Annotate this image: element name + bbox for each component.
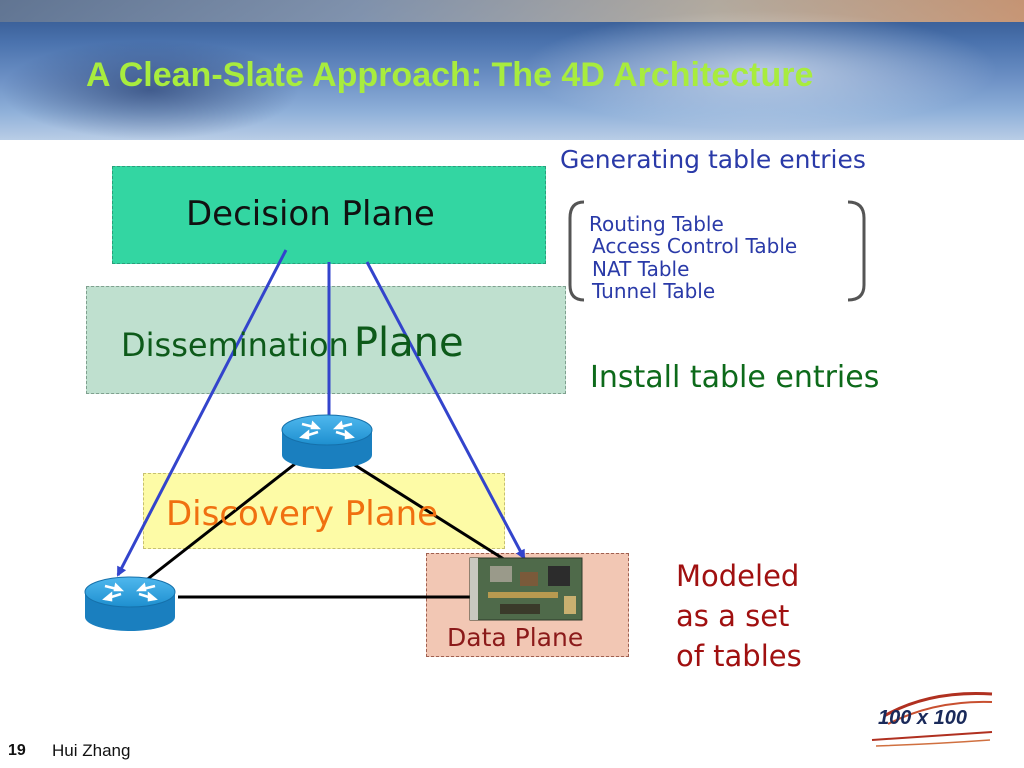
network-card-icon <box>469 557 583 621</box>
banner-shadow <box>0 40 300 140</box>
modeled-line: Modeled <box>676 559 800 593</box>
brace-icon <box>847 200 866 302</box>
table-item-tunnel: Tunnel Table <box>592 279 716 303</box>
router-icon <box>84 576 176 631</box>
dissemination-label-part2: Plane <box>353 320 464 366</box>
install-entries-label: Install table entries <box>590 360 880 395</box>
dissemination-plane-label: Dissemination Plane <box>121 320 464 366</box>
modeled-line: as a set <box>676 599 790 633</box>
arrow-decision-to-router-left <box>116 249 288 577</box>
slide-number: 19 <box>8 742 26 759</box>
modeled-note: Modeled as a set of tables <box>676 556 802 676</box>
slide-title: A Clean-Slate Approach: The 4D Architect… <box>86 56 814 94</box>
banner-glow <box>520 10 1000 130</box>
logo-icon <box>871 692 993 747</box>
dissemination-label-part1: Dissemination <box>121 326 349 364</box>
generating-entries-label: Generating table entries <box>560 145 866 174</box>
decision-plane-label: Decision Plane <box>186 194 435 234</box>
author-name: Hui Zhang <box>52 741 131 760</box>
modeled-line: of tables <box>676 639 802 673</box>
link-router-top-to-left <box>139 458 301 587</box>
table-item-access-control: Access Control Table <box>592 234 798 258</box>
table-item-routing: Routing Table <box>589 212 724 236</box>
data-plane-label: Data Plane <box>447 623 584 652</box>
router-icon <box>281 414 373 469</box>
table-item-nat: NAT Table <box>592 257 690 281</box>
arrow-decision-to-data <box>365 261 526 560</box>
title-banner <box>0 0 1024 140</box>
dissemination-plane-box <box>86 286 566 394</box>
discovery-plane-label: Discovery Plane <box>166 494 439 534</box>
brace-icon <box>568 200 585 302</box>
link-router-top-to-data <box>349 460 511 565</box>
logo-text: 100 x 100 <box>878 707 967 729</box>
